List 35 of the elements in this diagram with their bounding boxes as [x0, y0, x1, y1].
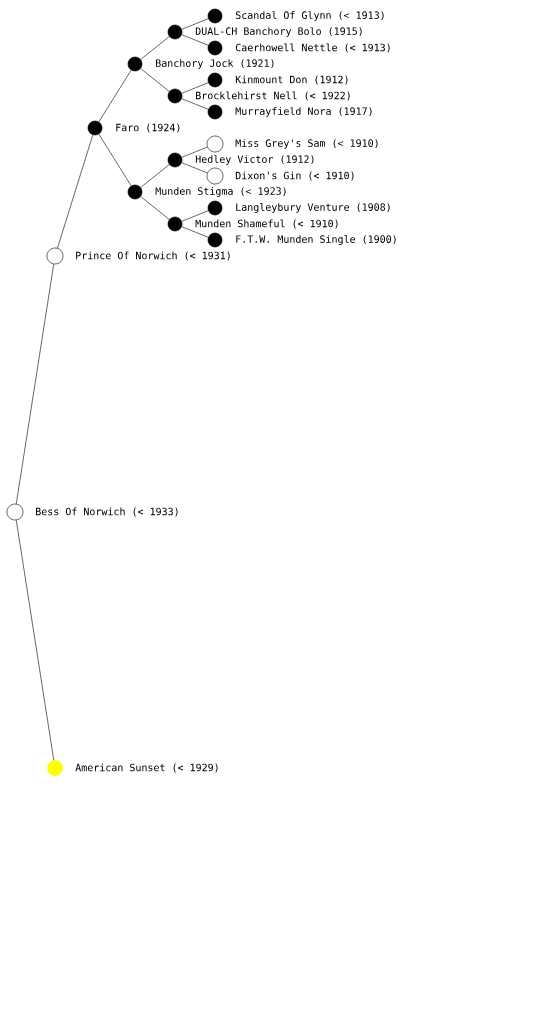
- connector-line: [140, 196, 170, 220]
- connector-line: [181, 18, 209, 30]
- connector-line: [181, 162, 208, 174]
- name-label: Scandal Of Glynn (< 1913): [235, 11, 384, 21]
- name-label: Munden Stigma (< 1923): [155, 187, 286, 197]
- connector-line: [181, 226, 209, 238]
- name-label: Faro (1924): [116, 123, 180, 133]
- name-label: Caerhowell Nettle (< 1913): [235, 43, 390, 53]
- connector-line: [181, 98, 209, 110]
- name-label: Munden Shameful (< 1910): [195, 219, 338, 229]
- name-label: DUAL-CH Banchory Bolo (1915): [195, 27, 362, 37]
- connector-line: [57, 134, 94, 249]
- name-label: F.T.W. Munden Single (1900): [236, 235, 396, 245]
- connector-line: [98, 69, 132, 123]
- name-label: American Sunset (< 1929): [75, 763, 218, 773]
- name-label: Prince Of Norwich (< 1931): [76, 251, 230, 261]
- connector-line: [140, 164, 170, 188]
- name-label: Kinmount Don (1912): [235, 75, 348, 85]
- name-label: Langleybury Venture (1908): [236, 203, 390, 213]
- connector-line: [181, 34, 209, 46]
- connector-line: [140, 68, 170, 92]
- connector-line: [181, 146, 208, 158]
- connector-line: [16, 519, 55, 761]
- name-label: Dixon's Gin (< 1910): [235, 171, 354, 181]
- connector-line: [181, 210, 209, 222]
- name-label: Banchory Jock (1921): [156, 59, 274, 69]
- name-label: Hedley Victor (1912): [195, 155, 314, 165]
- connector-line: [16, 263, 54, 505]
- connector-line: [181, 82, 209, 94]
- connector-line: [98, 133, 132, 187]
- connector-line: [140, 36, 170, 60]
- name-label: Murrayfield Nora (1917): [235, 107, 372, 117]
- name-label: Brocklehirst Nell (< 1922): [196, 91, 350, 101]
- name-label: Bess Of Norwich (< 1933): [36, 507, 178, 517]
- name-label: Miss Grey's Sam (< 1910): [235, 139, 378, 149]
